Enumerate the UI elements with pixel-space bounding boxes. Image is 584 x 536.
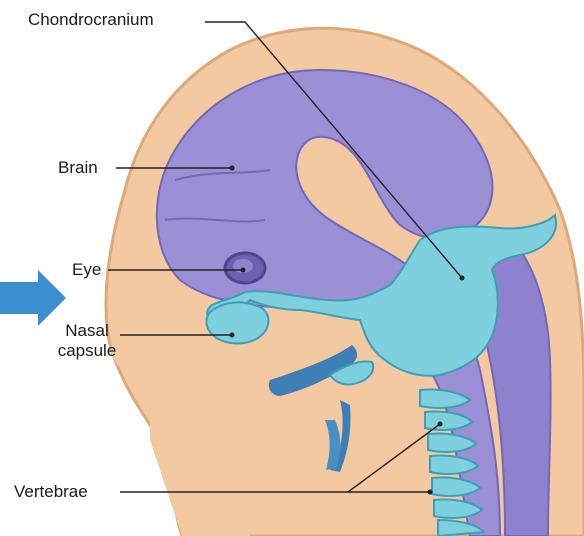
brain-label: Brain — [58, 158, 98, 178]
arrow-right-icon — [0, 270, 66, 326]
vertebrae-label: Vertebrae — [14, 482, 88, 502]
nasal-capsule-label-line2: capsule — [54, 341, 120, 361]
nasal-capsule-shape — [207, 302, 269, 343]
nasal-capsule-label: Nasal capsule — [54, 321, 120, 361]
chondrocranium-label: Chondrocranium — [28, 10, 154, 30]
eye-label: Eye — [72, 260, 101, 280]
nasal-capsule-label-line1: Nasal — [54, 321, 120, 341]
